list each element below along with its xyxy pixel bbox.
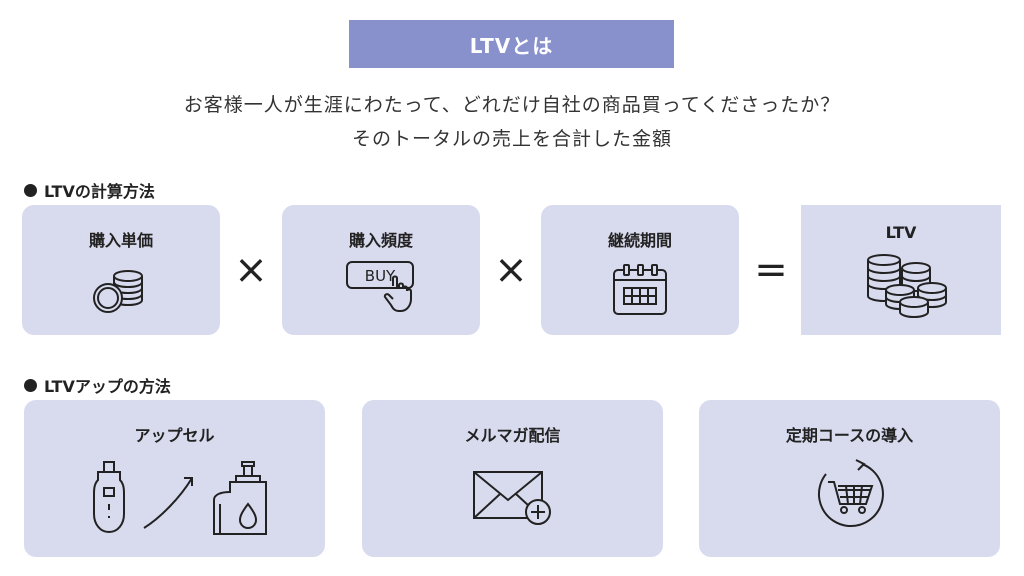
card-unit-price-label: 購入単価: [88, 231, 153, 250]
card-newsletter: メルマガ配信: [362, 400, 663, 557]
definition-line-1: お客様一人が生涯にわたって、どれだけ自社の商品買ってくださったか？: [183, 94, 841, 116]
card-purchase-frequency: 購入頻度: [282, 205, 480, 335]
upsell-bottles-icon: [93, 461, 267, 535]
mail-plus-icon: [473, 471, 551, 525]
bullet-icon: [24, 378, 37, 392]
bullet-icon: [24, 183, 37, 197]
page-title: LTVとは: [349, 20, 674, 68]
card-purchase-frequency-label: 購入頻度: [348, 231, 413, 250]
card-subscription-label: 定期コースの導入: [785, 426, 914, 445]
up-section-heading: LTVアップの方法: [24, 373, 171, 397]
definition-line-2: そのトータルの売上を合計した金額: [351, 128, 672, 150]
coin-stack-icon: [93, 270, 143, 313]
multiply-operator-1: ×: [234, 247, 268, 293]
equals-operator: =: [754, 247, 788, 293]
card-subscription: 定期コースの導入: [699, 400, 1000, 557]
buy-button-text: BUY: [365, 267, 396, 285]
buy-button-icon: BUY: [346, 261, 414, 312]
coins-pile-icon: [867, 254, 947, 319]
card-newsletter-label: メルマガ配信: [464, 426, 561, 445]
card-continuation-period-label: 継続期間: [607, 231, 672, 250]
recurring-cart-icon: [817, 459, 884, 527]
card-unit-price: 購入単価: [22, 205, 220, 335]
calc-section-heading: LTVの計算方法: [24, 178, 155, 202]
calc-section-heading-text: LTVの計算方法: [44, 182, 155, 201]
multiply-operator-2: ×: [494, 247, 528, 293]
up-section-heading-text: LTVアップの方法: [44, 377, 171, 396]
calendar-icon: [613, 264, 667, 315]
card-upsell: アップセル: [24, 400, 325, 557]
card-ltv-label: LTV: [885, 223, 917, 242]
card-upsell-label: アップセル: [134, 426, 215, 445]
